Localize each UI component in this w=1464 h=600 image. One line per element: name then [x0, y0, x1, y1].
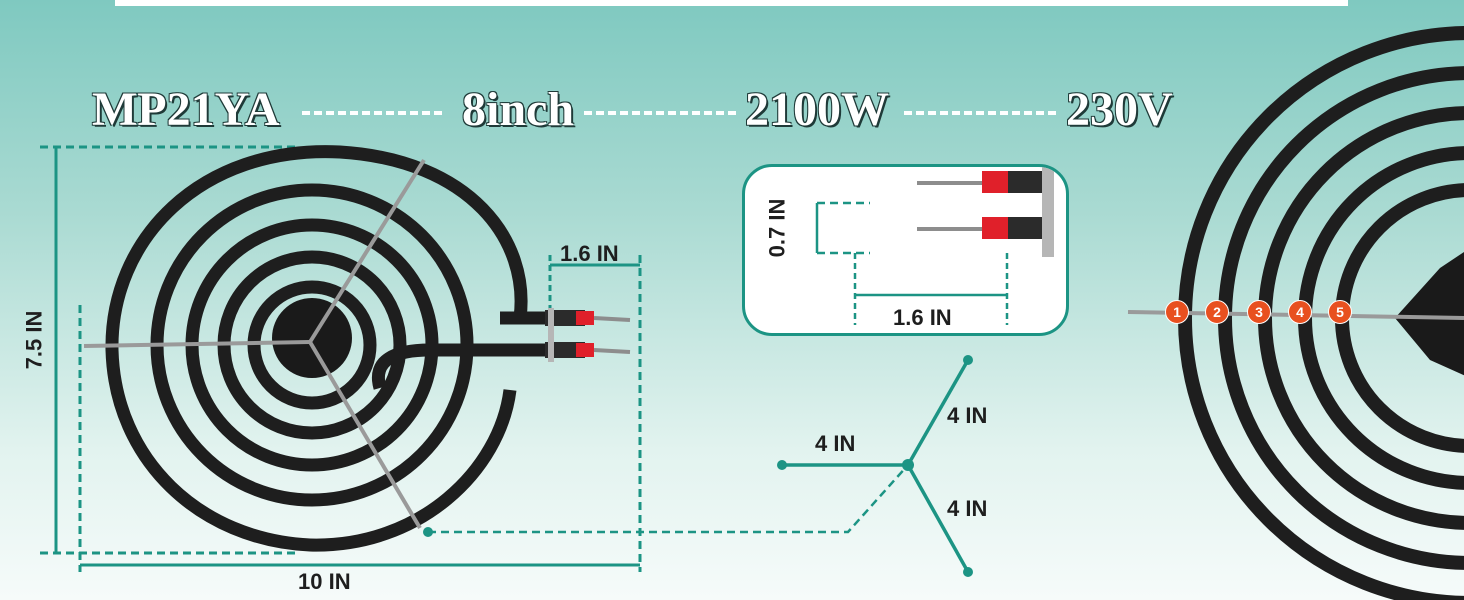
- coil-turn-badge-2: 2: [1205, 300, 1229, 324]
- inset-spacing-label: 0.7 IN: [764, 198, 790, 258]
- burner-size: 8inch: [462, 83, 575, 136]
- headline-dash-3: [904, 111, 1056, 115]
- coil-turn-badge-4: 4: [1288, 300, 1312, 324]
- dimension-lines: [40, 145, 642, 572]
- terminal-detail-inset: [742, 164, 1069, 336]
- coil-turn-badge-5: 5: [1328, 300, 1352, 324]
- left-support-arms: [83, 158, 426, 530]
- support-arm-dots: [777, 355, 973, 577]
- headline-dash-1: [302, 111, 442, 115]
- model-number: MP21YA: [92, 83, 280, 136]
- height-dimension-label: 7.5 IN: [21, 310, 47, 370]
- spec-headline: MP21YA 8inch 2100W 230V: [0, 78, 1464, 148]
- coil-turn-badge-3: 3: [1247, 300, 1271, 324]
- headline-dash-2: [584, 111, 736, 115]
- inset-terminals: [917, 167, 1054, 257]
- right-coil-hub: [1395, 252, 1464, 376]
- arm-lower-label: 4 IN: [947, 496, 988, 521]
- arm-left-label: 4 IN: [815, 431, 856, 456]
- terminal-length-label: 1.6 IN: [560, 241, 619, 266]
- arm-connector-line: [428, 464, 909, 534]
- connector-dot: [423, 527, 433, 537]
- support-arm-diagram: [782, 359, 970, 573]
- left-terminals: [545, 308, 631, 362]
- arm-upper-label: 4 IN: [947, 403, 988, 428]
- inset-length-label: 1.6 IN: [893, 305, 952, 330]
- coil-turn-badge-1: 1: [1165, 300, 1189, 324]
- burner-wattage: 2100W: [745, 83, 889, 136]
- top-banner-bar: [115, 0, 1348, 6]
- terminal-detail-drawing: [815, 167, 1054, 325]
- width-dimension-label: 10 IN: [298, 569, 351, 594]
- burner-voltage: 230V: [1066, 83, 1173, 136]
